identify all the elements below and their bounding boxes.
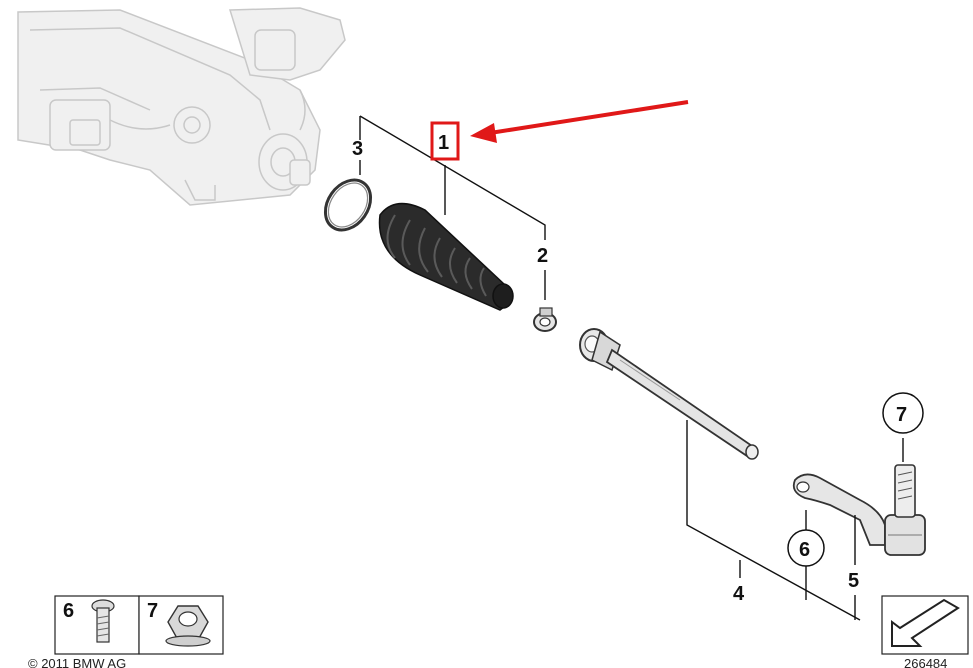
leader-lines — [359, 115, 904, 621]
tie-rod-end — [792, 464, 926, 556]
parts-legend: 6 7 — [54, 595, 224, 655]
bolt-icon — [91, 599, 115, 643]
clamp-ring — [323, 178, 373, 232]
legend-label-7: 7 — [147, 600, 158, 622]
steering-rack-housing — [17, 7, 346, 206]
callout-5: 5 — [848, 570, 859, 592]
highlight-arrow — [470, 100, 689, 143]
figure-number: 266484 — [904, 656, 947, 668]
callout-7-circle — [882, 392, 924, 434]
callout-labels: 1 2 3 4 5 6 7 — [352, 121, 924, 605]
callout-6: 6 — [799, 539, 810, 561]
bellows-boot — [378, 202, 514, 311]
callout-1: 1 — [438, 132, 449, 154]
hex-nut-icon — [165, 605, 211, 647]
callout-4: 4 — [733, 583, 745, 605]
copyright-text: © 2011 BMW AG — [28, 656, 126, 668]
callout-7: 7 — [896, 404, 907, 426]
direction-arrow-icon — [891, 598, 960, 647]
view-direction-box — [881, 595, 969, 655]
callout-3: 3 — [352, 138, 363, 160]
callout-2: 2 — [537, 245, 548, 267]
tie-rod — [579, 328, 759, 460]
callout-6-circle — [787, 529, 825, 567]
small-clamp — [533, 307, 557, 332]
callout-1-highlight-box — [430, 121, 460, 161]
legend-label-6: 6 — [63, 600, 74, 622]
